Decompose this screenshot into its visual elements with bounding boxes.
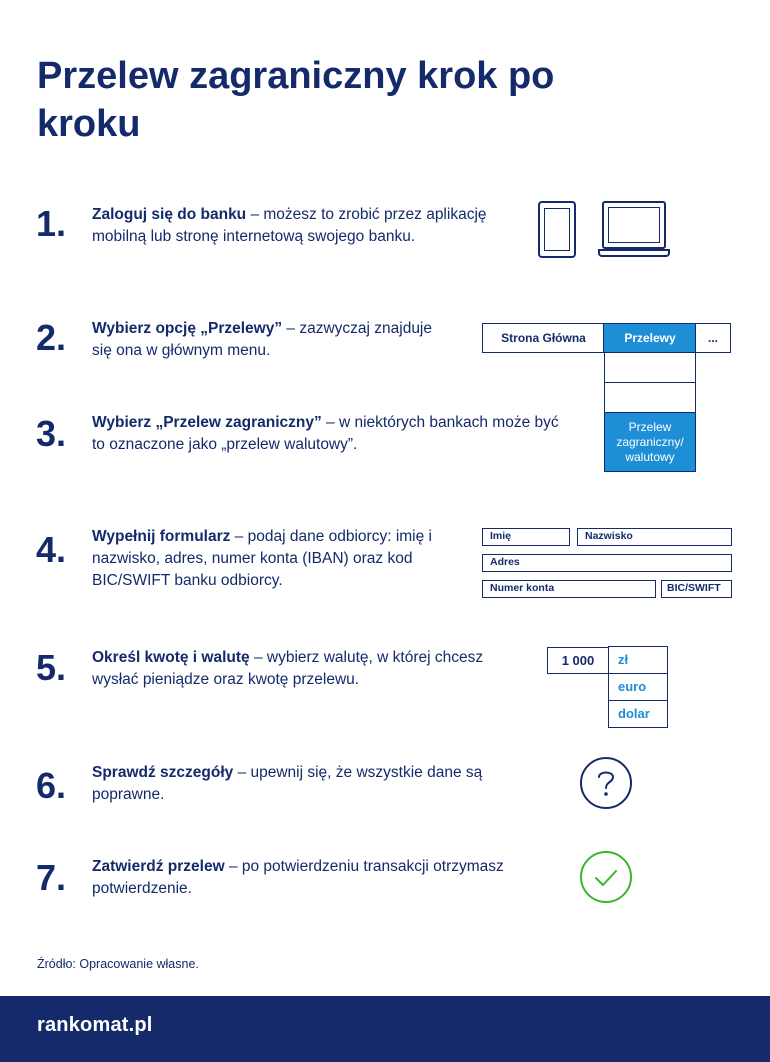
menu-item-transfers[interactable]: Przelewy xyxy=(603,323,697,353)
step-1-rest: – możesz to zrobić przez aplikację mobil… xyxy=(92,206,487,245)
step-1-text: Zaloguj się do banku – możesz to zrobić … xyxy=(92,204,492,248)
step-2-rest: – zazwyczaj znajduje się ona w głównym m… xyxy=(92,320,433,359)
step-3-rest: – w niektórych bankach może być to oznac… xyxy=(92,414,559,453)
step-6-bold: Sprawdź szczegóły xyxy=(92,764,234,781)
step-2-number: 2. xyxy=(36,317,67,358)
step-6-number: 6. xyxy=(36,765,67,806)
source-note: Źródło: Opracowanie własne. xyxy=(37,957,199,971)
step-5-rest: – wybierz walutę, w której chcesz wysłać… xyxy=(92,649,484,688)
step-4-rest: – podaj dane odbiorcy: imię i nazwisko, … xyxy=(92,528,432,589)
account-number-field[interactable]: Numer konta xyxy=(482,580,656,598)
currency-option-euro[interactable]: euro xyxy=(608,673,668,701)
currency-option-dollar[interactable]: dolar xyxy=(608,700,668,728)
menu-item-home[interactable]: Strona Główna xyxy=(482,323,605,353)
step-5-bold: Określ kwotę i walutę xyxy=(92,649,250,666)
laptop-icon xyxy=(598,201,670,258)
step-4-text: Wypełnij formularz – podaj dane odbiorcy… xyxy=(92,526,462,592)
step-3-bold: Wybierz „Przelew zagraniczny” xyxy=(92,414,322,431)
step-5-number: 5. xyxy=(36,647,67,688)
dropdown-item-foreign-transfer[interactable]: Przelew zagraniczny/ walutowy xyxy=(604,412,696,472)
step-3-text: Wybierz „Przelew zagraniczny” – w niektó… xyxy=(92,412,572,456)
last-name-field[interactable]: Nazwisko xyxy=(577,528,732,546)
amount-input[interactable]: 1 000 xyxy=(547,647,609,674)
step-2-text: Wybierz opcję „Przelewy” – zazwyczaj zna… xyxy=(92,318,432,362)
bic-swift-field[interactable]: BIC/SWIFT xyxy=(661,580,732,598)
first-name-field[interactable]: Imię xyxy=(482,528,570,546)
step-7-rest: – po potwierdzeniu transakcji otrzymasz … xyxy=(92,858,504,897)
dropdown-item-empty-2[interactable] xyxy=(604,382,696,414)
menu-item-more[interactable]: ... xyxy=(695,323,731,353)
step-6-text: Sprawdź szczegóły – upewnij się, że wszy… xyxy=(92,762,532,806)
brand-logo[interactable]: rankomat.pl xyxy=(37,1014,153,1036)
footer: rankomat.pl xyxy=(0,996,770,1062)
step-4-bold: Wypełnij formularz xyxy=(92,528,231,545)
step-7-bold: Zatwierdź przelew xyxy=(92,858,225,875)
currency-option-pln[interactable]: zł xyxy=(608,646,668,674)
address-field[interactable]: Adres xyxy=(482,554,732,572)
step-3-number: 3. xyxy=(36,413,67,454)
step-1-number: 1. xyxy=(36,203,67,244)
step-1-bold: Zaloguj się do banku xyxy=(92,206,247,223)
step-7-text: Zatwierdź przelew – po potwierdzeniu tra… xyxy=(92,856,532,900)
step-7-number: 7. xyxy=(36,857,67,898)
step-2-bold: Wybierz opcję „Przelewy” xyxy=(92,320,283,337)
step-6-rest: – upewnij się, że wszystkie dane są popr… xyxy=(92,764,483,803)
checkmark-icon xyxy=(580,851,632,903)
page-title: Przelew zagraniczny krok po kroku xyxy=(37,55,555,145)
step-4-number: 4. xyxy=(36,529,67,570)
smartphone-icon xyxy=(538,201,576,258)
dropdown-item-empty-1[interactable] xyxy=(604,352,696,384)
question-mark-icon xyxy=(580,757,632,809)
step-5-text: Określ kwotę i walutę – wybierz walutę, … xyxy=(92,647,512,691)
